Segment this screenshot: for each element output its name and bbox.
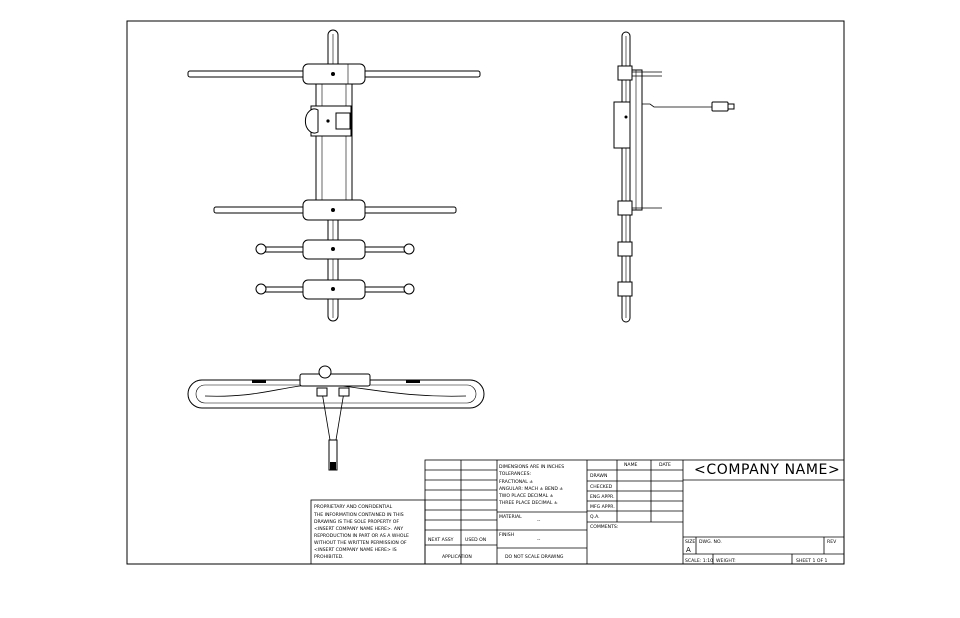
finish-value: -- [537, 538, 541, 543]
front-view [187, 29, 481, 322]
checked-label: CHECKED [590, 484, 613, 490]
finish-label: FINISH [499, 532, 514, 538]
sheet-border [126, 20, 845, 565]
size-value: A [686, 546, 691, 554]
side-view [613, 31, 735, 323]
col-name-label: NAME [624, 462, 638, 468]
do-not-scale-label: DO NOT SCALE DRAWING [505, 554, 564, 560]
proprietary-line-7: PROHIBITED. [314, 554, 344, 560]
tolerance-line-6: THREE PLACE DECIMAL ± [498, 500, 558, 506]
material-value: -- [537, 519, 541, 524]
tolerance-line-1: DIMENSIONS ARE IN INCHES [499, 464, 564, 470]
eng-appr-label: ENG APPR. [590, 494, 615, 500]
used-on-label: USED ON [465, 537, 486, 543]
sheet-label: SHEET 1 OF 1 [796, 558, 828, 564]
size-label: SIZE [685, 539, 695, 545]
col-date-label: DATE [659, 462, 671, 468]
comments-label: COMMENTS: [590, 524, 619, 530]
rev-label: REV [827, 539, 837, 545]
proprietary-line-5: WITHOUT THE WRITTEN PERMISSION OF [314, 540, 407, 546]
proprietary-line-6: <INSERT COMPANY NAME HERE> IS [314, 547, 397, 553]
next-assy-label: NEXT ASSY [428, 537, 454, 543]
proprietary-line-3: <INSERT COMPANY NAME HERE>. ANY [314, 526, 403, 532]
title-block [310, 459, 845, 565]
scale-label: SCALE: 1:10 [685, 558, 713, 564]
qa-label: Q.A. [590, 514, 600, 520]
company-name: <COMPANY NAME> [694, 462, 840, 478]
proprietary-line-4: REPRODUCTION IN PART OR AS A WHOLE [314, 533, 409, 539]
tolerance-line-3: FRACTIONAL ± [499, 479, 533, 485]
weight-label: WEIGHT: [716, 558, 736, 564]
dwg-no-label: DWG. NO. [699, 539, 722, 545]
material-label: MATERIAL [499, 514, 522, 520]
proprietary-line-1: THE INFORMATION CONTAINED IN THIS [313, 512, 404, 518]
drawn-label: DRAWN [590, 473, 607, 479]
mfg-appr-label: MFG APPR. [590, 504, 615, 510]
proprietary-heading: PROPRIETARY AND CONFIDENTIAL [314, 504, 393, 510]
tolerance-line-5: TWO PLACE DECIMAL ± [498, 493, 554, 499]
tolerance-line-4: ANGULAR: MACH ± BEND ± [499, 486, 563, 492]
proprietary-line-2: DRAWING IS THE SOLE PROPERTY OF [314, 519, 399, 525]
application-label: APPLICATION [442, 554, 472, 560]
top-view [187, 365, 485, 471]
tolerance-line-2: TOLERANCES: [498, 471, 531, 477]
